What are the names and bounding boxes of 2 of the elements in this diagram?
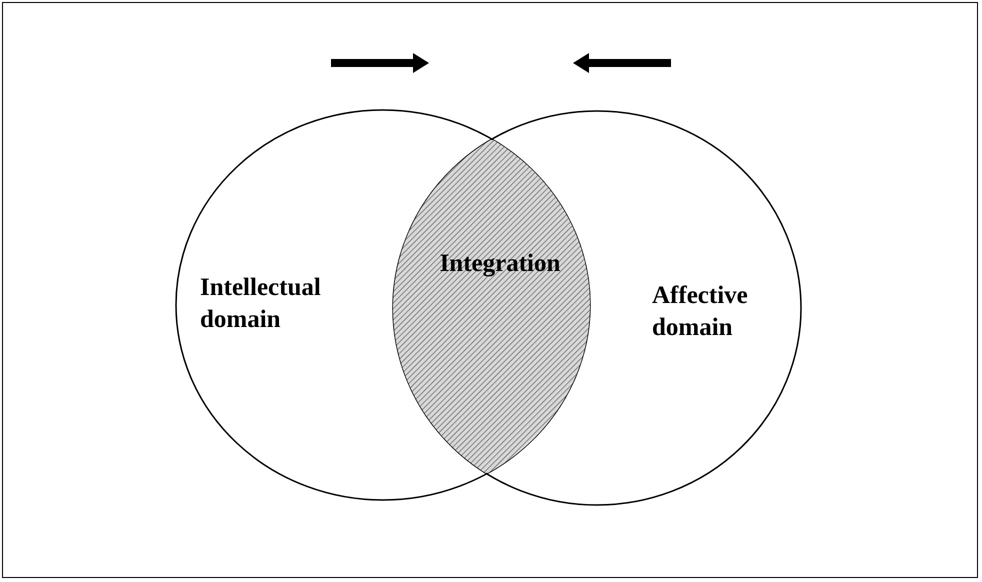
circle-label: Affective domain bbox=[652, 281, 749, 343]
circle-label: Intellectual domain bbox=[200, 273, 322, 335]
